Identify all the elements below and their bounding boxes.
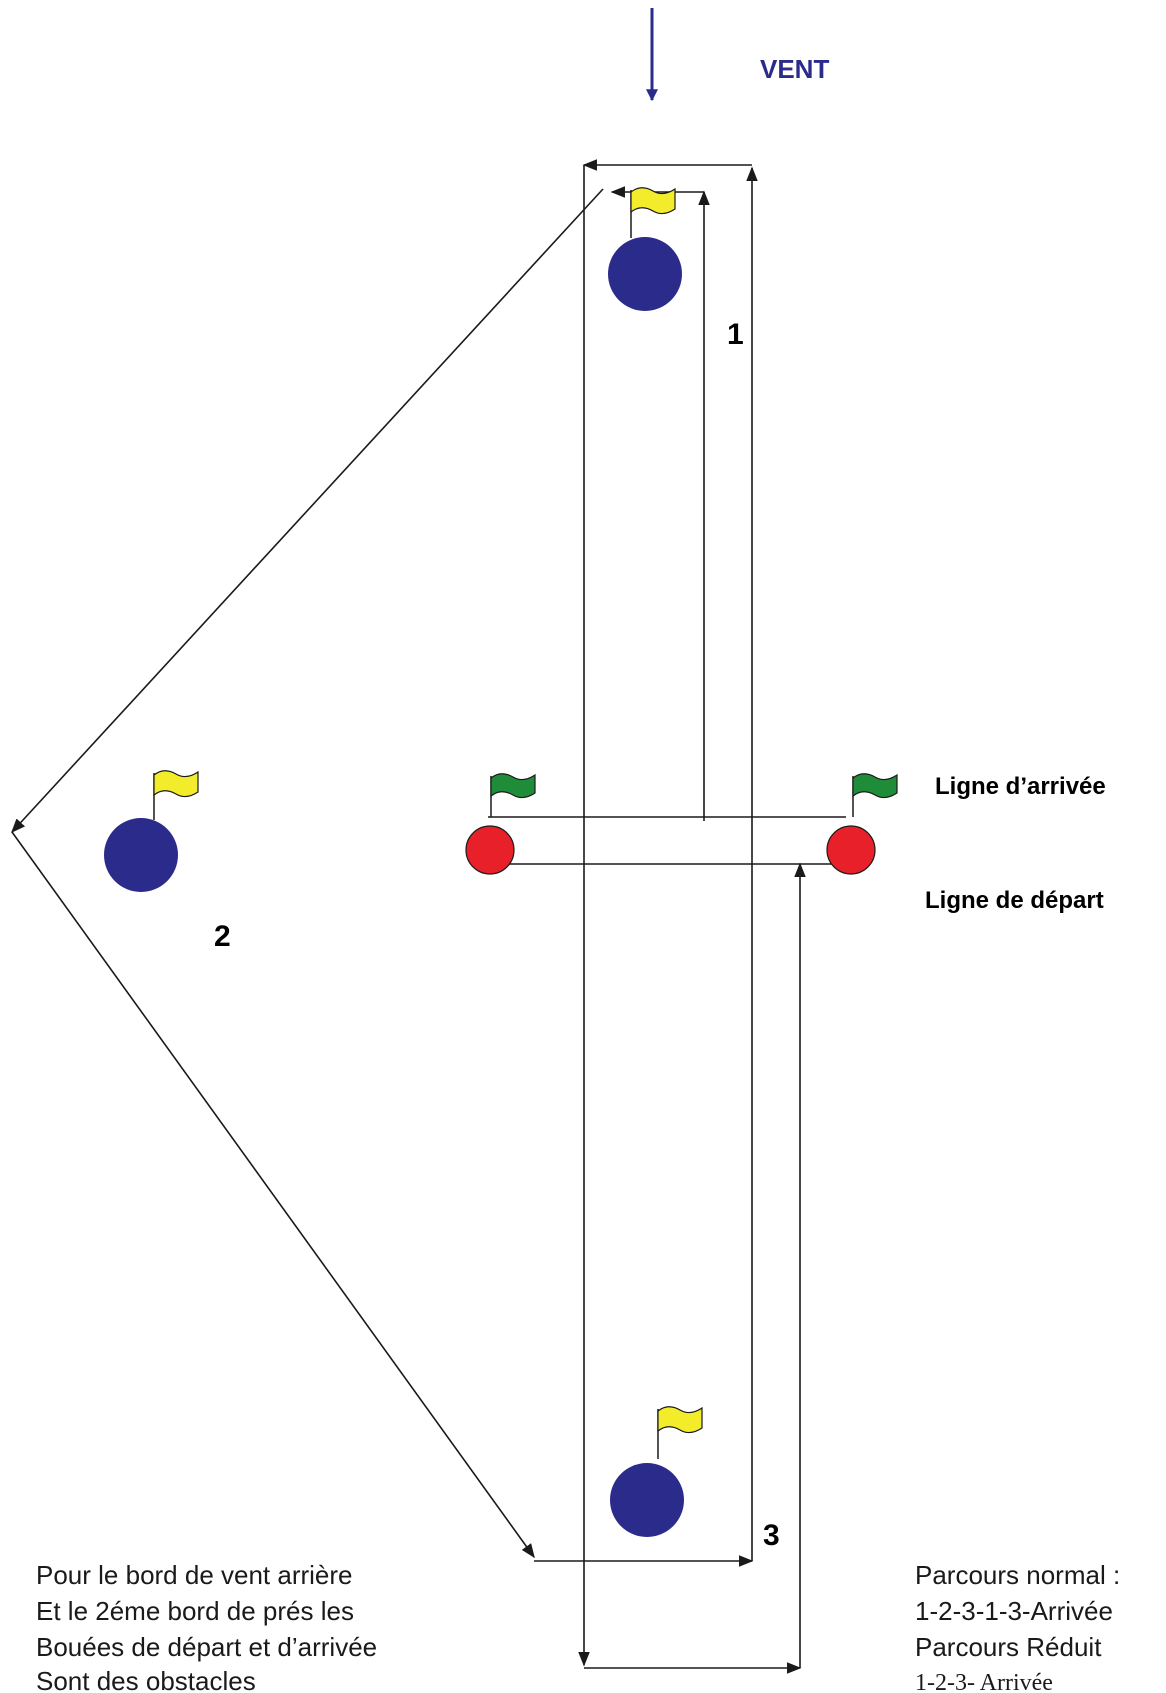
reduced-course-sequence: 1-2-3- Arrivée xyxy=(915,1670,1053,1693)
left-note-line-4: Sont des obstacles xyxy=(36,1666,256,1693)
right-line-buoy-flag xyxy=(852,773,898,799)
wind-label: VENT xyxy=(760,54,829,84)
leg-2-label: 2 xyxy=(214,920,231,953)
top-buoy-flag xyxy=(630,187,676,215)
right-line-buoy xyxy=(826,825,876,875)
left-note-line-2: Et le 2éme bord de prés les xyxy=(36,1596,354,1626)
leg-2-path-out xyxy=(11,188,604,834)
bottom-course-buoy xyxy=(610,1463,684,1537)
bottom-buoy-flag xyxy=(657,1406,703,1434)
leg-2-path-back xyxy=(11,831,535,1559)
start-line-label: Ligne de départ xyxy=(925,887,1104,914)
finish-line-label: Ligne d’arrivée xyxy=(935,773,1106,800)
normal-course-sequence: 1-2-3-1-3-Arrivée xyxy=(915,1596,1113,1626)
left-note-line-1: Pour le bord de vent arrière xyxy=(36,1560,353,1590)
left-note-line-3: Bouées de départ et d’arrivée xyxy=(36,1632,377,1662)
leg-3-label: 3 xyxy=(763,1519,780,1552)
wing-buoy-flag xyxy=(153,770,199,798)
left-line-buoy-flag xyxy=(490,773,536,799)
normal-course-title: Parcours normal : xyxy=(915,1560,1120,1590)
left-line-buoy xyxy=(465,825,515,875)
leg-1-label: 1 xyxy=(727,318,744,351)
wing-course-buoy xyxy=(104,818,178,892)
top-course-buoy xyxy=(608,237,682,311)
reduced-course-title: Parcours Réduit xyxy=(915,1632,1102,1662)
